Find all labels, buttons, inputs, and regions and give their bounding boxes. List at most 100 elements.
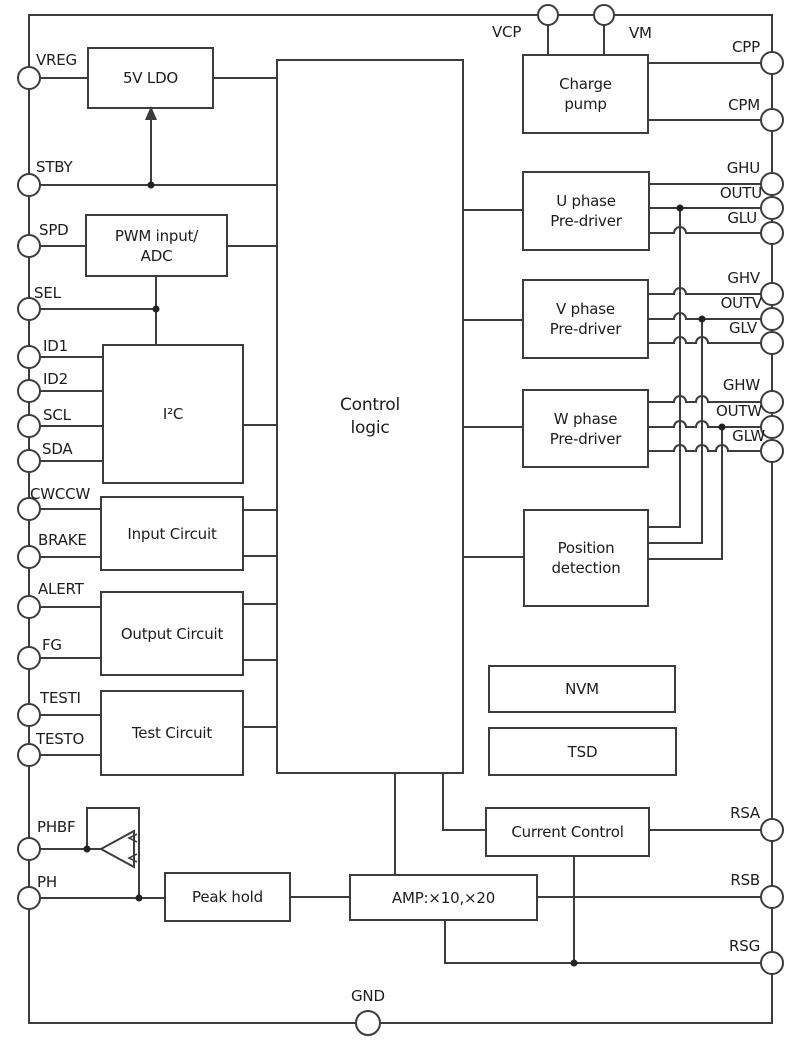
- block-u-predriver: [522, 171, 650, 251]
- wiring: [28, 14, 773, 1024]
- terminal-ghv: [760, 282, 784, 306]
- terminal-id2: [17, 379, 41, 403]
- junction-dots: [83, 181, 726, 967]
- junction-dot: [152, 305, 160, 313]
- pin-label-outu: OUTU: [719, 184, 762, 202]
- terminal-glw: [760, 439, 784, 463]
- pin-label-ph: PH: [37, 873, 57, 891]
- wire-cl-to-current-control: [442, 773, 486, 831]
- outer-frame: [28, 14, 773, 1024]
- pin-label-spd: SPD: [39, 221, 69, 239]
- terminal-cwccw: [17, 497, 41, 521]
- terminal-id1: [17, 345, 41, 369]
- block-tsd: [488, 727, 677, 776]
- terminal-brake: [17, 545, 41, 569]
- block-5v-ldo: [87, 47, 214, 109]
- pin-label-rsg: RSG: [729, 937, 760, 955]
- junction-dot: [698, 315, 706, 323]
- terminal-alert: [17, 595, 41, 619]
- pin-label-glw: GLW: [732, 427, 765, 445]
- pin-label-rsb: RSB: [730, 871, 760, 889]
- pin-label-ghw: GHW: [722, 376, 760, 394]
- terminal-gnd: [355, 1010, 381, 1036]
- pin-label-cpp: CPP: [732, 38, 760, 56]
- pin-label-phbf: PHBF: [37, 818, 76, 836]
- pin-label-gnd: GND: [351, 987, 385, 1005]
- pin-label-vreg: VREG: [36, 51, 77, 69]
- terminal-cpp: [760, 51, 784, 75]
- pin-label-sda: SDA: [42, 440, 73, 458]
- pin-label-rsa: RSA: [730, 804, 760, 822]
- wire-opamp-feedback: [86, 807, 140, 898]
- terminal-sda: [17, 449, 41, 473]
- pin-label-outv: OUTV: [720, 294, 763, 312]
- terminal-spd: [17, 234, 41, 258]
- terminal-sel: [17, 297, 41, 321]
- block-test-circuit: [100, 690, 244, 776]
- arrowhead-up-icon: [145, 106, 157, 120]
- block-w-predriver: [522, 389, 649, 468]
- block-amp: [349, 874, 538, 921]
- junction-dot: [718, 423, 726, 431]
- junction-dot: [135, 894, 143, 902]
- pin-label-brake: BRAKE: [38, 531, 87, 549]
- pin-label-testi: TESTI: [40, 689, 81, 707]
- terminal-cpm: [760, 108, 784, 132]
- junction-dot: [676, 204, 684, 212]
- terminal-vreg: [17, 66, 41, 90]
- pin-terminals: [17, 4, 784, 1036]
- terminal-testo: [17, 743, 41, 767]
- wire-glv: [648, 336, 772, 344]
- pin-label-testo: TESTO: [36, 730, 85, 748]
- wire-outw: [648, 420, 772, 428]
- terminal-ph: [17, 886, 41, 910]
- pin-label-ghv: GHV: [727, 269, 760, 287]
- junction-dot: [147, 181, 155, 189]
- terminal-rsb: [760, 885, 784, 909]
- terminal-ghw: [760, 390, 784, 414]
- wire-glu: [649, 226, 772, 234]
- terminal-outv: [760, 307, 784, 331]
- wire-outw-to-position: [648, 427, 723, 560]
- terminal-outw: [760, 415, 784, 439]
- terminal-vm: [593, 4, 615, 26]
- block-position-detection: [523, 509, 649, 607]
- pin-label-sel: SEL: [34, 284, 61, 302]
- terminal-glu: [760, 221, 784, 245]
- block-input-circuit: [100, 496, 244, 571]
- terminal-outu: [760, 196, 784, 220]
- block-i2c: [102, 344, 244, 484]
- block-charge-pump: [522, 54, 649, 134]
- wire-glw: [648, 444, 772, 452]
- opamp-input-marks: [127, 833, 138, 863]
- wire-outu-to-position: [648, 208, 681, 528]
- wire-ghw: [648, 395, 772, 403]
- terminal-scl: [17, 414, 41, 438]
- terminal-rsg: [760, 951, 784, 975]
- pin-label-outw: OUTW: [716, 402, 762, 420]
- pin-label-scl: SCL: [43, 406, 71, 424]
- pin-label-ghu: GHU: [726, 159, 760, 177]
- junction-dot: [83, 845, 91, 853]
- wire-rsg: [444, 920, 772, 964]
- pin-label-id1: ID1: [43, 337, 68, 355]
- pin-label-alert: ALERT: [38, 580, 84, 598]
- pin-label-cpm: CPM: [728, 96, 760, 114]
- block-nvm: [488, 665, 676, 713]
- pin-label-stby: STBY: [36, 158, 73, 176]
- pin-label-id2: ID2: [43, 370, 68, 388]
- terminal-ghu: [760, 172, 784, 196]
- block-current-control: [485, 807, 650, 857]
- pin-label-fg: FG: [42, 636, 62, 654]
- block-v-predriver: [522, 279, 649, 359]
- pin-label-glv: GLV: [729, 319, 757, 337]
- blocks: [85, 47, 677, 922]
- terminal-testi: [17, 703, 41, 727]
- block-output-circuit: [100, 591, 244, 676]
- pin-label-vm: VM: [629, 24, 652, 42]
- pin-label-glu: GLU: [727, 209, 757, 227]
- terminal-phbf: [17, 837, 41, 861]
- terminal-stby: [17, 173, 41, 197]
